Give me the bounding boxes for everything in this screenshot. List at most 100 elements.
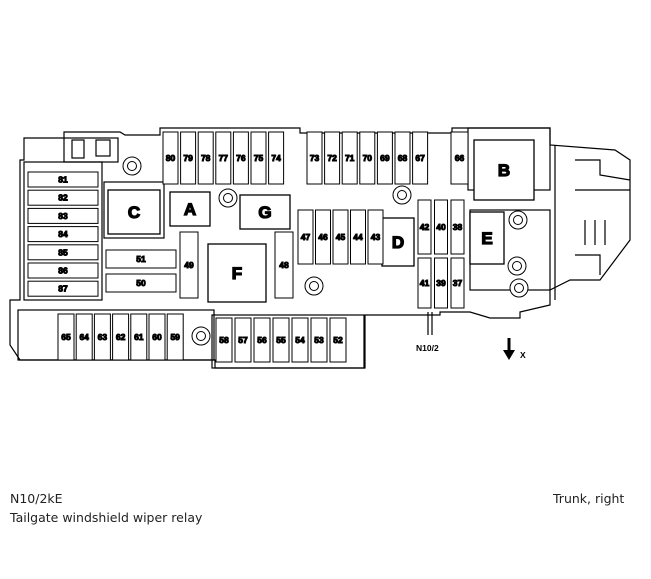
fuse-44: 44 xyxy=(350,209,366,265)
fuse-label: 57 xyxy=(238,335,248,345)
module-label: N10/2 xyxy=(416,343,439,353)
fuse-51: 51 xyxy=(105,249,177,269)
fuse-73: 73 xyxy=(306,131,323,185)
screw-icon xyxy=(509,278,529,298)
screw-icon xyxy=(218,188,238,208)
relay-label: E xyxy=(481,229,492,248)
fuse-58: 58 xyxy=(215,317,233,363)
fuse-71: 71 xyxy=(341,131,358,185)
fuse-41: 41 xyxy=(417,257,432,309)
fuse-68: 68 xyxy=(394,131,411,185)
fuse-54: 54 xyxy=(291,317,309,363)
left-fuse-frame xyxy=(23,161,103,301)
relay-G: G xyxy=(239,194,291,230)
fuse-label: 81 xyxy=(58,175,68,185)
fuse-label: 49 xyxy=(184,260,194,270)
direction-label: X xyxy=(520,350,526,360)
screw-icon xyxy=(392,185,412,205)
fuse-53: 53 xyxy=(310,317,328,363)
screw-icon xyxy=(122,156,142,176)
caption-location: Trunk, right xyxy=(553,491,625,506)
top-left-block-1 xyxy=(71,139,85,159)
fuse-label: 83 xyxy=(58,211,68,221)
caption-code: N10/2kE xyxy=(10,491,63,506)
relay-B: B xyxy=(473,139,535,201)
fuse-75: 75 xyxy=(250,131,267,185)
fuse-47: 47 xyxy=(297,209,314,265)
fuse-label: 87 xyxy=(58,284,68,294)
fuse-label: 65 xyxy=(61,332,71,342)
fuse-label: 85 xyxy=(58,247,68,257)
fuse-40: 40 xyxy=(434,199,448,255)
fuse-label: 52 xyxy=(333,335,343,345)
fuse-56: 56 xyxy=(253,317,271,363)
direction-arrow xyxy=(503,338,515,360)
fuse-64: 64 xyxy=(75,313,93,361)
relay-F: F xyxy=(207,243,267,303)
fuse-label: 86 xyxy=(58,266,68,276)
fuse-label: 78 xyxy=(201,153,211,163)
fuse-label: 73 xyxy=(310,153,320,163)
top-left-block-2 xyxy=(95,139,111,157)
fuse-label: 80 xyxy=(166,153,176,163)
fuse-label: 55 xyxy=(276,335,286,345)
relay-D: D xyxy=(381,217,415,267)
fuse-label: 41 xyxy=(420,278,430,288)
screw-icon xyxy=(507,256,527,276)
fuse-label: 82 xyxy=(58,193,68,203)
connector-outline xyxy=(554,145,631,300)
fuse-label: 51 xyxy=(136,254,146,264)
fuse-70: 70 xyxy=(359,131,376,185)
fuse-label: 60 xyxy=(152,332,162,342)
fuse-38: 38 xyxy=(450,199,465,255)
fuse-label: 59 xyxy=(170,332,180,342)
fuse-label: 63 xyxy=(98,332,108,342)
fuse-label: 44 xyxy=(353,232,363,242)
fuse-label: 38 xyxy=(453,222,463,232)
fuse-label: 54 xyxy=(295,335,305,345)
relay-A: A xyxy=(169,191,211,227)
fuse-55: 55 xyxy=(272,317,290,363)
fuse-label: 67 xyxy=(415,153,425,163)
fuse-45: 45 xyxy=(332,209,349,265)
fuse-83: 83 xyxy=(27,207,99,224)
fuse-62: 62 xyxy=(112,313,130,361)
fuse-label: 48 xyxy=(279,260,289,270)
fuse-label: 40 xyxy=(436,222,446,232)
fuse-80: 80 xyxy=(162,131,179,185)
fuse-label: 47 xyxy=(301,232,311,242)
fuse-label: 39 xyxy=(436,278,446,288)
relay-label: F xyxy=(232,264,242,283)
fuse-label: 68 xyxy=(398,153,408,163)
fuse-60: 60 xyxy=(148,313,166,361)
fuse-49: 49 xyxy=(179,231,199,299)
fuse-82: 82 xyxy=(27,189,99,206)
fuse-label: 62 xyxy=(116,332,126,342)
caption-description: Tailgate windshield wiper relay xyxy=(10,510,203,525)
fuse-63: 63 xyxy=(93,313,111,361)
relay-label: C xyxy=(128,203,140,222)
fuse-label: 46 xyxy=(318,232,328,242)
fuse-57: 57 xyxy=(234,317,252,363)
fuse-label: 72 xyxy=(327,153,337,163)
fuse-46: 46 xyxy=(315,209,331,265)
fuse-label: 61 xyxy=(134,332,144,342)
fuse-59: 59 xyxy=(166,313,184,361)
fuse-label: 70 xyxy=(363,153,373,163)
fuse-label: 43 xyxy=(371,232,381,242)
fuse-67: 67 xyxy=(412,131,429,185)
fuse-label: 77 xyxy=(219,153,229,163)
fuse-label: 58 xyxy=(219,335,229,345)
fuse-label: 42 xyxy=(420,222,430,232)
fuse-label: 79 xyxy=(183,153,193,163)
fuse-69: 69 xyxy=(376,131,393,185)
screw-icon xyxy=(508,210,528,230)
relay-C: C xyxy=(107,189,161,235)
fuse-label: 75 xyxy=(254,153,264,163)
relay-E: E xyxy=(469,211,505,265)
module-pin xyxy=(427,312,433,335)
fuse-label: 66 xyxy=(455,153,465,163)
relay-label: A xyxy=(184,200,196,219)
fuse-label: 56 xyxy=(257,335,267,345)
